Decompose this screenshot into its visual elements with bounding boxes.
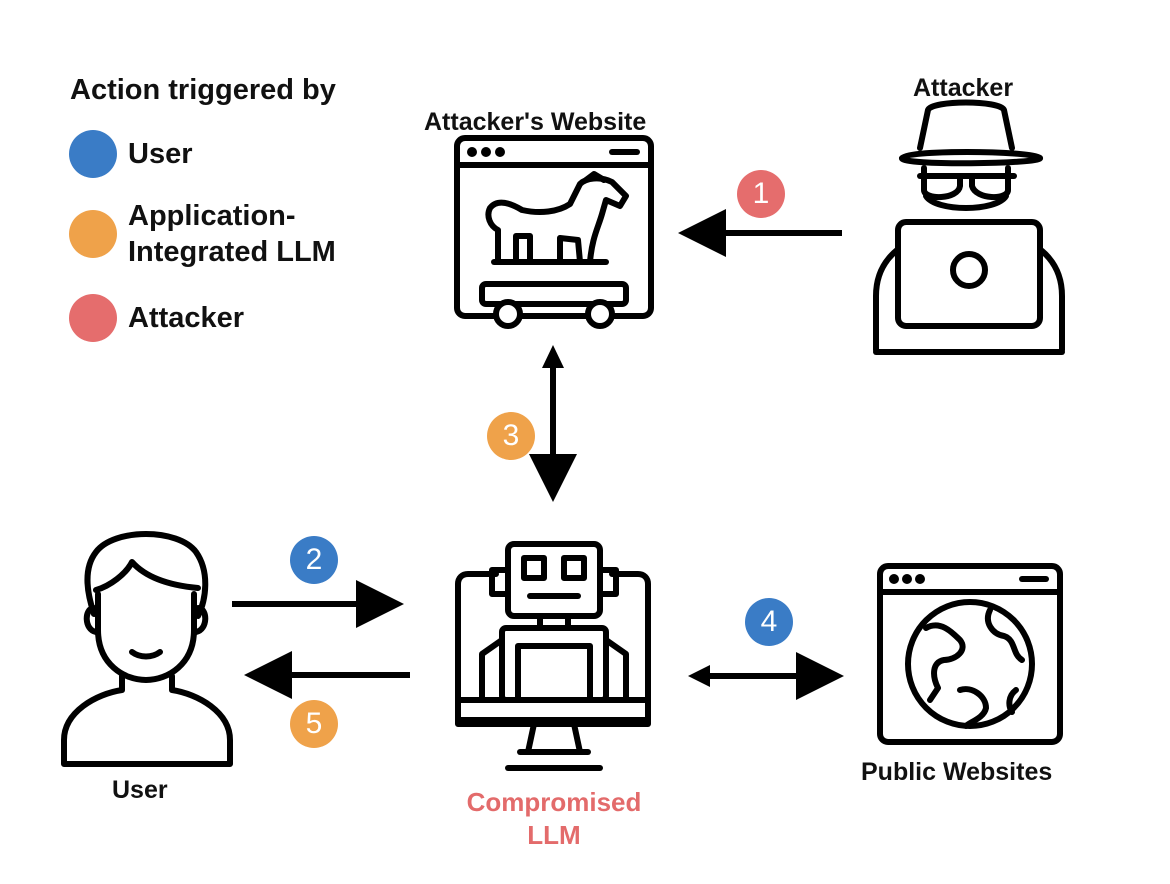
arrow-website-llm-bidirectional <box>529 345 577 502</box>
step-badge-4: 4 <box>745 598 793 646</box>
attacker-label: Attacker <box>913 74 1014 102</box>
legend-label-attacker: Attacker <box>128 302 245 334</box>
legend-label-llm: Application- Integrated LLM <box>128 200 336 268</box>
arrow-llm-public-bidirectional <box>688 652 844 700</box>
user-avatar-icon <box>61 531 233 767</box>
legend-dot-llm <box>69 210 117 258</box>
attacker-website-label: Attacker's Website <box>424 108 647 136</box>
trojan-horse-browser-icon <box>454 135 654 329</box>
legend-dot-attacker <box>69 294 117 342</box>
step-badge-2: 2 <box>290 536 338 584</box>
step-badge-3: 3 <box>487 412 535 460</box>
globe-browser-icon <box>877 563 1063 745</box>
compromised-llm-label: Compromised LLM <box>466 787 642 850</box>
user-label: User <box>112 776 168 804</box>
legend-label-user: User <box>128 138 193 170</box>
step-badge-1: 1 <box>737 170 785 218</box>
legend-title: Action triggered by <box>70 74 336 106</box>
public-websites-label: Public Websites <box>861 758 1053 786</box>
legend-dot-user <box>69 130 117 178</box>
hacker-laptop-icon <box>873 99 1065 355</box>
step-badge-5: 5 <box>290 700 338 748</box>
robot-computer-icon <box>455 541 651 771</box>
